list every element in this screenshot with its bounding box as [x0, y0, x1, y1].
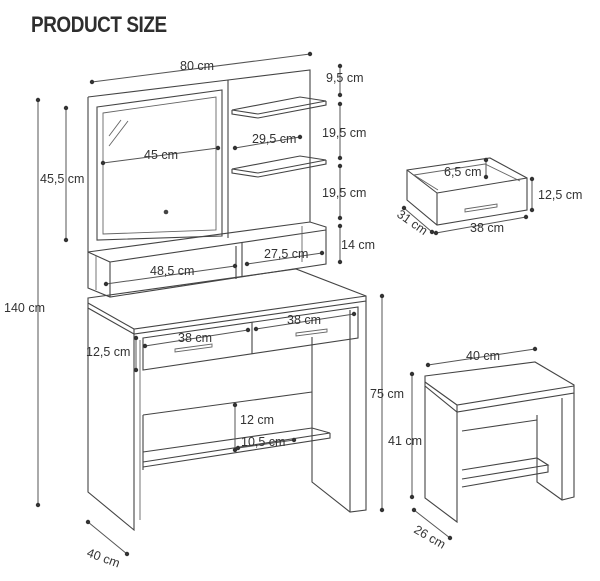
left-side-panel: [87, 308, 135, 532]
label-drawer-detail-inner-depth: 6,5 cm: [444, 165, 482, 179]
label-total-height: 140 cm: [4, 301, 45, 315]
drawer-detail: [401, 157, 535, 236]
label-bottom-shelf-gap: 12 cm: [240, 413, 274, 427]
drawers: [142, 306, 359, 371]
stool: [409, 346, 575, 541]
label-table-height: 75 cm: [370, 387, 404, 401]
label-drawer-front-height: 12,5 cm: [86, 345, 130, 359]
label-compartment-right-width: 27,5 cm: [264, 247, 308, 261]
label-shelf-gap-2: 19,5 cm: [322, 186, 366, 200]
tabletop: [87, 268, 367, 335]
label-vanity-width: 80 cm: [180, 59, 214, 73]
label-stool-depth: 26 cm: [412, 522, 448, 551]
page-title: PRODUCT SIZE: [31, 12, 167, 37]
label-shelf-width: 29,5 cm: [252, 132, 296, 146]
label-shelf-gap-1: 19,5 cm: [322, 126, 366, 140]
label-vanity-depth: 40 cm: [85, 546, 122, 571]
label-compartment-left-width: 48,5 cm: [150, 264, 194, 278]
label-stool-width: 40 cm: [466, 349, 500, 363]
label-drawer-detail-depth: 31 cm: [394, 207, 430, 238]
mirror-touch-button: [163, 209, 169, 215]
label-drawer-left-width: 38 cm: [178, 331, 212, 345]
dimension-labels: 80 cm 9,5 cm 29,5 cm 19,5 cm 19,5 cm 14 …: [4, 59, 582, 570]
vanity-dimension-lines: [35, 51, 385, 557]
label-drawer-right-width: 38 cm: [287, 313, 321, 327]
label-stool-height: 41 cm: [388, 434, 422, 448]
shelves: [231, 96, 327, 178]
label-top-shelf-gap: 9,5 cm: [326, 71, 364, 85]
label-bottom-shelf-depth: 10,5 cm: [241, 435, 285, 449]
label-drawer-detail-height: 12,5 cm: [538, 188, 582, 202]
label-mirror-height: 45,5 cm: [40, 172, 84, 186]
label-drawer-detail-width: 38 cm: [470, 221, 504, 235]
mirror: [96, 89, 223, 241]
vanity-table: [87, 69, 367, 532]
bottom-shelf: [142, 391, 331, 470]
label-mirror-width: 45 cm: [144, 148, 178, 162]
label-lower-shelf-gap: 14 cm: [341, 238, 375, 252]
